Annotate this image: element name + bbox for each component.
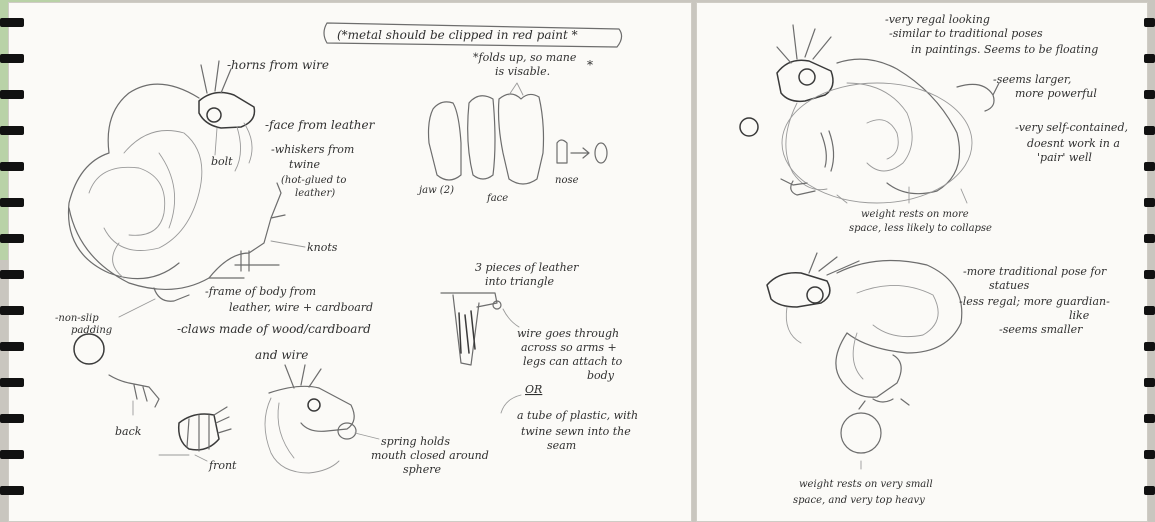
note-face-piece: face (486, 193, 508, 204)
note-weight1-1: weight rests on more (861, 209, 969, 220)
note-claws-2: and wire (255, 348, 308, 362)
pattern-pieces-sketch (429, 83, 608, 184)
note-front: front (208, 459, 237, 472)
note-frame-2: leather, wire + cardboard (229, 301, 373, 314)
note-whiskers-3: (hot-glued to (281, 175, 346, 186)
note-frame-1: -frame of body from (205, 285, 316, 298)
note-or: OR (525, 383, 542, 396)
right-page-sketches: -very regal looking -similar to traditio… (697, 3, 1148, 522)
note-whiskers-1: -whiskers from (271, 143, 354, 156)
note-weight2-2: space, and very top heavy (793, 495, 925, 506)
note-spring-3: sphere (403, 463, 442, 476)
note-smaller: -seems smaller (999, 323, 1083, 336)
note-leather-2: into triangle (485, 275, 555, 288)
note-folds-2: is visable. (495, 65, 550, 78)
note-leather-1: 3 pieces of leather (475, 261, 579, 274)
note-wire-1: wire goes through (517, 327, 619, 340)
leg-pieces-sketch (441, 293, 519, 365)
right-page: -very regal looking -similar to traditio… (696, 2, 1148, 522)
note-whiskers-2: twine (289, 158, 320, 171)
note-knots: knots (307, 241, 338, 254)
claw-front-sketch (159, 407, 231, 461)
note-larger-2: more powerful (1015, 87, 1097, 100)
left-page-sketches: (*metal should be clipped in red paint * (9, 3, 692, 522)
note-jaw: jaw (2) (417, 185, 454, 196)
note-wire-2: across so arms + (521, 341, 617, 354)
note-whiskers-4: leather) (295, 188, 335, 199)
note-spring-1: spring holds (381, 435, 450, 448)
note-tube-1: a tube of plastic, with (517, 409, 638, 422)
note-wire-4: body (587, 369, 615, 382)
note-tube-3: seam (547, 439, 576, 452)
dragon-sketch-main (69, 61, 286, 301)
note-traditional-2: in paintings. Seems to be floating (911, 43, 1098, 56)
note-larger-1: -seems larger, (993, 73, 1071, 86)
note-claws-1: -claws made of wood/cardboard (177, 322, 371, 336)
note-nose: nose (555, 175, 579, 186)
note-folds-1: *folds up, so mane (473, 51, 577, 64)
note-traditional-1: -similar to traditional poses (889, 27, 1043, 40)
note-bolt: bolt (211, 155, 233, 168)
bolt-leader (215, 128, 217, 155)
note-weight1-2: space, less likely to collapse (849, 223, 992, 234)
note-contained-3: 'pair' well (1037, 151, 1092, 164)
note-weight2-1: weight rests on very small (799, 479, 933, 490)
note-horns: -horns from wire (227, 58, 329, 72)
dragon-head-sphere-sketch (265, 365, 379, 473)
note-tube-2: twine sewn into the (521, 425, 631, 438)
note-spring-2: mouth closed around (371, 449, 489, 462)
note-face: -face from leather (265, 118, 376, 132)
note-contained-2: doesnt work in a (1027, 137, 1120, 150)
note-guardian-2: like (1069, 309, 1090, 322)
asterisk-mark: * (587, 58, 593, 72)
padding-leader (119, 299, 155, 317)
dragon-sketch-guardian (767, 253, 962, 469)
sphere-small-1 (740, 118, 758, 136)
note-statues-1: -more traditional pose for (963, 265, 1107, 278)
left-page: (*metal should be clipped in red paint * (8, 2, 692, 522)
note-nonslip-1: -non-slip (55, 313, 99, 324)
claw-back-sketch (109, 375, 159, 415)
note-regal: -very regal looking (885, 13, 990, 26)
note-contained-1: -very self-contained, (1015, 121, 1128, 134)
note-guardian-1: -less regal; more guardian- (959, 295, 1110, 308)
sphere-sketch (74, 334, 104, 364)
header-note: (*metal should be clipped in red paint * (337, 28, 578, 42)
knots-leader (271, 241, 305, 247)
note-statues-2: statues (989, 279, 1030, 292)
note-back: back (115, 425, 142, 438)
note-wire-3: legs can attach to (523, 355, 623, 368)
